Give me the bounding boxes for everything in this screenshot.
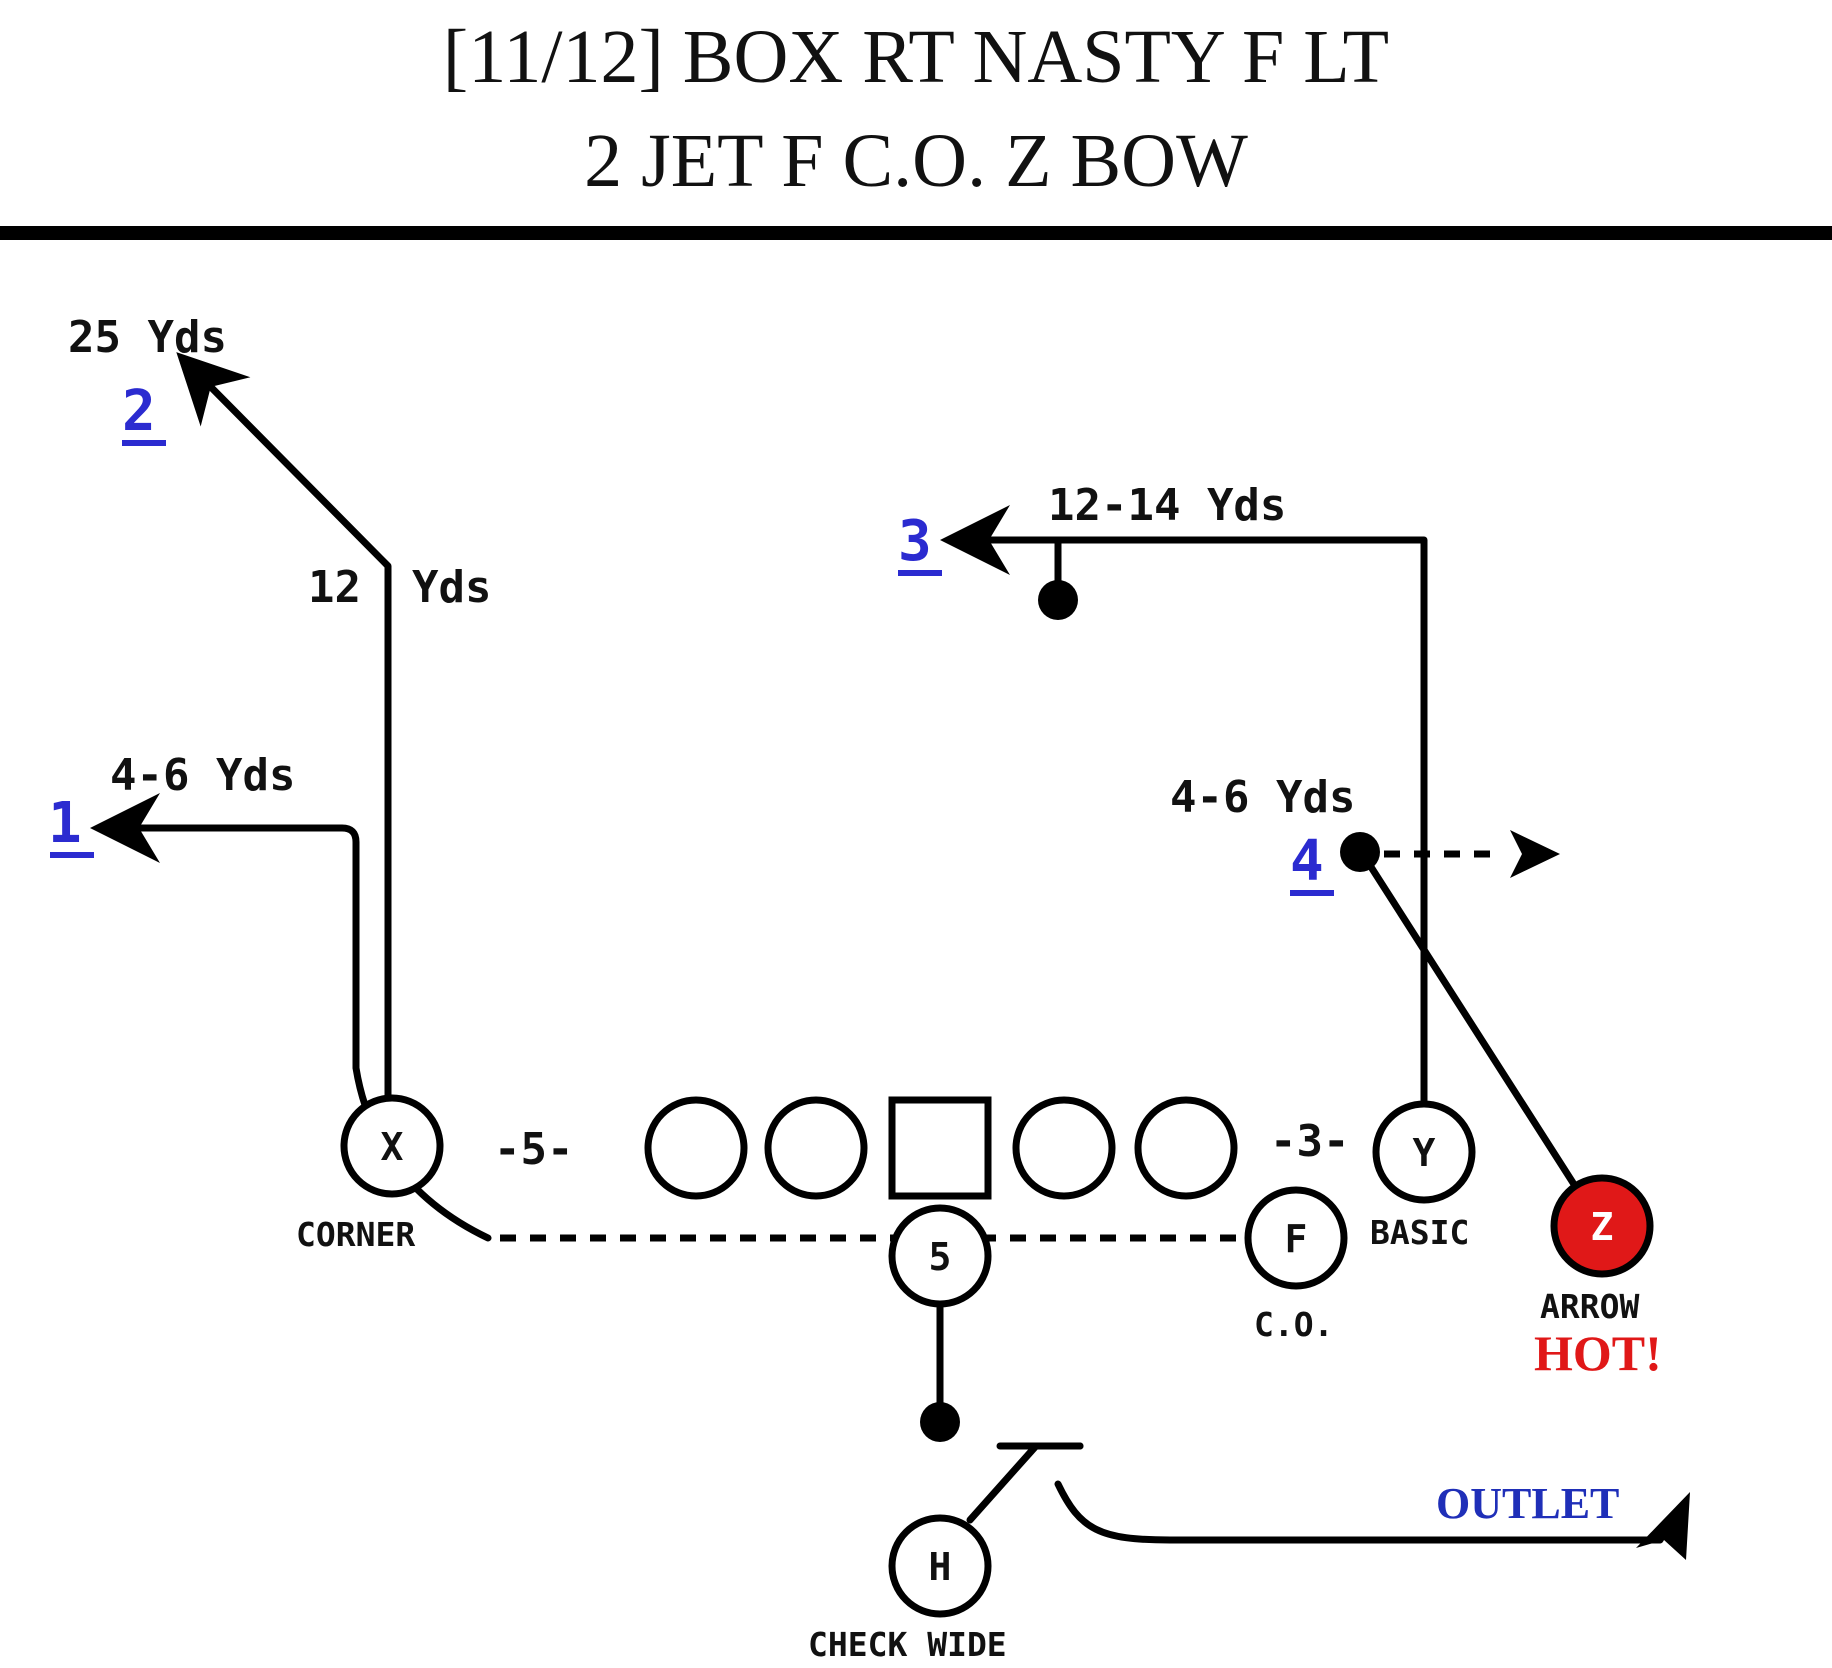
dig-landmark-dot bbox=[1038, 580, 1078, 620]
z-receiver-hot bbox=[1550, 1174, 1654, 1278]
read-number-2-underline bbox=[122, 440, 166, 446]
z-assignment-arrow: ARROW bbox=[1540, 1287, 1639, 1326]
x-corner-route bbox=[176, 352, 392, 1114]
play-title-line1: [11/12] BOX RT NASTY F LT bbox=[443, 15, 1389, 99]
h-block-path bbox=[966, 1442, 1084, 1524]
z-arrow-extension-head bbox=[1510, 830, 1560, 878]
read-number-4-underline bbox=[1290, 890, 1334, 896]
read-number-4: 4 bbox=[1290, 829, 1324, 894]
label-12-num: 12 bbox=[308, 562, 361, 613]
label-12-yds: Yds bbox=[412, 562, 491, 613]
h-assignment-check-wide: CHECK WIDE bbox=[808, 1625, 1007, 1664]
left-tackle bbox=[644, 1096, 748, 1200]
f-back-label: F bbox=[1285, 1217, 1308, 1261]
right-guard bbox=[1012, 1096, 1116, 1200]
y-receiver bbox=[1372, 1100, 1476, 1204]
left-guard bbox=[764, 1096, 868, 1200]
title-divider bbox=[0, 226, 1832, 240]
qb-5 bbox=[888, 1204, 992, 1308]
split-5-label: -5- bbox=[494, 1124, 573, 1175]
z-hot-label: HOT! bbox=[1534, 1325, 1662, 1381]
h-back-label: H bbox=[929, 1545, 952, 1589]
label-4-6-yds-right: 4-6 Yds bbox=[1170, 772, 1355, 823]
label-12-14-yds: 12-14 Yds bbox=[1048, 480, 1286, 531]
h-outlet-route bbox=[1054, 1480, 1676, 1544]
split-3-label: -3- bbox=[1270, 1116, 1349, 1167]
label-4-6-yds-left: 4-6 Yds bbox=[110, 750, 295, 801]
h-outlet-arrowhead bbox=[1636, 1492, 1690, 1560]
y-dig-route bbox=[940, 505, 1428, 1114]
qb-drop-dot bbox=[920, 1402, 960, 1442]
f-assignment-co: C.O. bbox=[1254, 1305, 1333, 1344]
read-number-1: 1 bbox=[48, 791, 82, 856]
qb-5-label: 5 bbox=[929, 1235, 952, 1279]
read-number-1-underline bbox=[50, 852, 94, 858]
z-receiver-label: Z bbox=[1591, 1205, 1614, 1249]
h-outlet-label: OUTLET bbox=[1436, 1479, 1619, 1528]
x-receiver bbox=[340, 1094, 444, 1198]
x-assignment-corner: CORNER bbox=[296, 1215, 415, 1254]
h-back bbox=[888, 1514, 992, 1618]
y-assignment-basic: BASIC bbox=[1370, 1213, 1469, 1252]
x-receiver-label: X bbox=[381, 1125, 404, 1169]
z-arrow-dot bbox=[1340, 832, 1380, 872]
right-tackle bbox=[1134, 1096, 1238, 1200]
play-title-line2: 2 JET F C.O. Z BOW bbox=[584, 119, 1248, 203]
read-number-3: 3 bbox=[898, 509, 932, 574]
z-arrow-route bbox=[1360, 852, 1604, 1229]
label-25-yds: 25 Yds bbox=[68, 312, 227, 363]
read-number-2: 2 bbox=[122, 379, 156, 444]
center bbox=[888, 1096, 992, 1200]
f-back bbox=[1244, 1186, 1348, 1290]
x-out-route bbox=[90, 793, 492, 1242]
y-receiver-label: Y bbox=[1413, 1131, 1436, 1175]
read-number-3-underline bbox=[898, 570, 942, 576]
